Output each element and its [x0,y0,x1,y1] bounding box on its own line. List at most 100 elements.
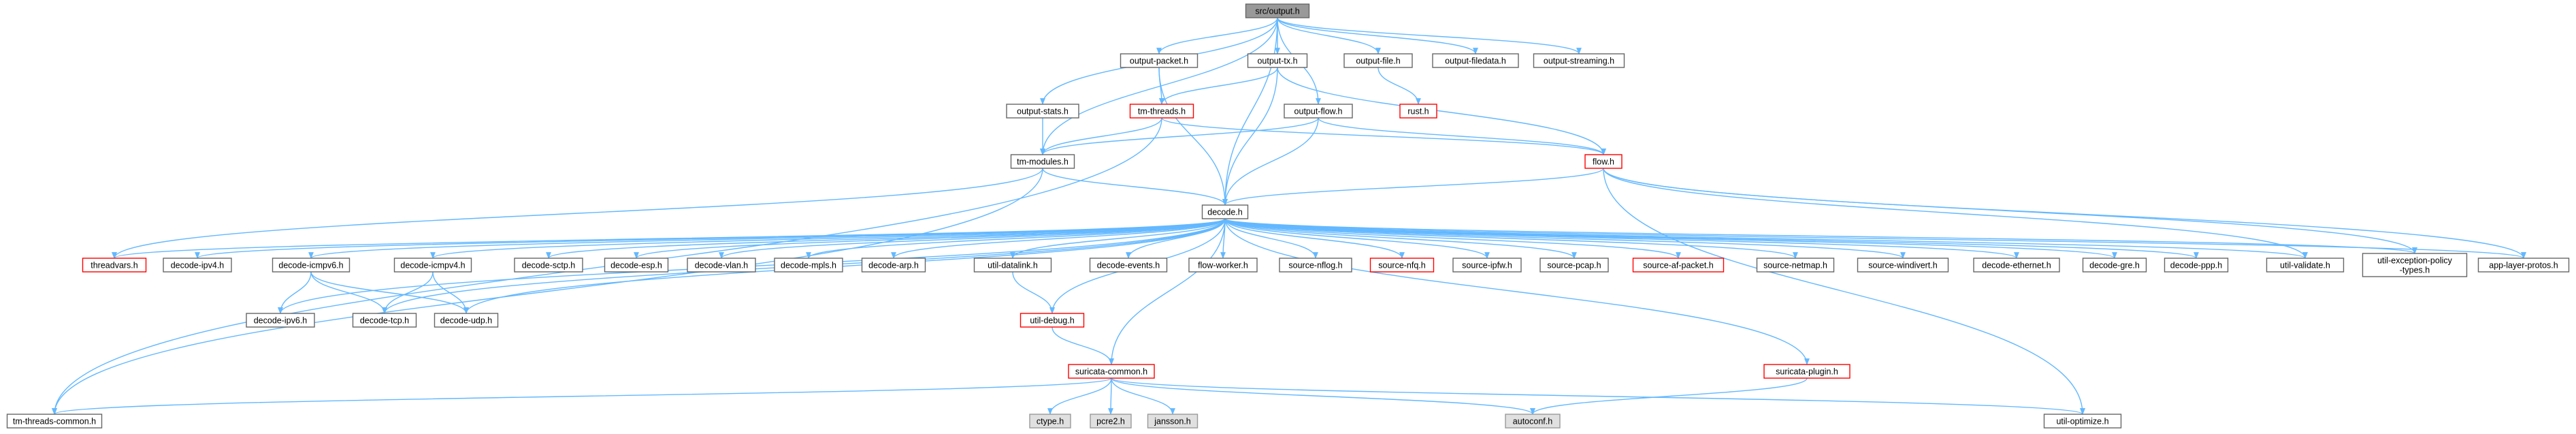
edge-tm-threads-to-flow [1161,117,1606,155]
node-label: output-streaming.h [1544,56,1614,65]
edge-suricata-common-to-tm-threads-common [52,377,1112,415]
node-box [2477,258,2570,273]
node-box [272,258,350,273]
node-decode-arp[interactable]: decode-arp.h [861,258,926,273]
node-output-tx[interactable]: output-tx.h [1247,53,1308,68]
node-box [1129,104,1194,119]
node-output-stats[interactable]: output-stats.h [1006,104,1079,119]
node-label: decode-ipv6.h [254,315,308,325]
node-decode-ipv4[interactable]: decode-ipv4.h [163,258,232,273]
node-box [1432,53,1519,68]
node-box [1247,53,1308,68]
node-output-file[interactable]: output-file.h [1343,53,1413,68]
node-source-windivert[interactable]: source-windivert.h [1857,258,1949,273]
node-decode-ipv6[interactable]: decode-ipv6.h [246,313,315,328]
node-flow-worker[interactable]: flow-worker.h [1188,258,1258,273]
node-label: util-optimize.h [2056,416,2108,426]
node-label: decode-mpls.h [781,260,836,270]
node-decode-gre[interactable]: decode-gre.h [2082,258,2147,273]
edge-suricata-common-to-util-optimize [1111,377,2085,415]
node-util-optimize[interactable]: util-optimize.h [2043,414,2122,429]
edge-decode-to-app-layer-protos [1224,218,2526,259]
node-label: decode.h [1207,207,1242,217]
node-pcre2[interactable]: pcre2.h [1090,414,1132,429]
node-box [973,258,1052,273]
edge-decode-to-decode-arp [891,218,1226,259]
node-util-exception-policy-types[interactable]: util-exception-policy-types.h [2362,253,2468,277]
node-label: decode-icmpv6.h [278,260,343,270]
node-util-datalink[interactable]: util-datalink.h [973,258,1052,273]
edge-tm-modules-to-decode [1042,168,1228,206]
edge-decode-to-source-windivert [1224,218,1906,259]
node-box [2164,258,2229,273]
node-source-nflog[interactable]: source-nflog.h [1279,258,1352,273]
edge-suricata-common-to-autoconf [1111,377,1535,415]
node-output[interactable]: src/output.h [1245,3,1310,18]
node-flow[interactable]: flow.h [1584,154,1623,169]
node-decode-sctp[interactable]: decode-sctp.h [514,258,583,273]
node-decode-mpls[interactable]: decode-mpls.h [774,258,843,273]
node-decode-ppp[interactable]: decode-ppp.h [2164,258,2229,273]
node-label: decode-udp.h [440,315,493,325]
node-label: decode-ipv4.h [171,260,225,270]
node-output-flow[interactable]: output-flow.h [1284,104,1353,119]
node-decode-icmpv6[interactable]: decode-icmpv6.h [272,258,350,273]
node-output-streaming[interactable]: output-streaming.h [1533,53,1625,68]
node-util-debug[interactable]: util-debug.h [1020,313,1085,328]
node-source-pcap[interactable]: source-pcap.h [1539,258,1609,273]
node-ctype[interactable]: ctype.h [1029,414,1071,429]
node-decode-vlan[interactable]: decode-vlan.h [687,258,756,273]
node-decode[interactable]: decode.h [1201,204,1249,219]
node-label: tm-threads-common.h [13,416,96,426]
node-app-layer-protos[interactable]: app-layer-protos.h [2477,258,2570,273]
node-label: util-debug.h [1030,315,1074,325]
node-source-nfq[interactable]: source-nfq.h [1369,258,1435,273]
node-label: autoconf.h [1513,416,1552,426]
node-decode-ethernet[interactable]: decode-ethernet.h [1973,258,2060,273]
node-autoconf[interactable]: autoconf.h [1505,414,1561,429]
node-box [1763,364,1851,379]
edge-decode-to-decode-mpls [806,218,1226,259]
node-threadvars[interactable]: threadvars.h [82,258,147,273]
node-source-ipfw[interactable]: source-ipfw.h [1452,258,1522,273]
node-label: source-nfq.h [1378,260,1426,270]
node-decode-udp[interactable]: decode-udp.h [434,313,499,328]
edge-output-to-decode [1222,17,1278,206]
edge-decode-to-decode-ethernet [1224,218,2019,259]
node-decode-esp[interactable]: decode-esp.h [604,258,669,273]
node-label: decode-esp.h [610,260,662,270]
node-box [1539,258,1609,273]
node-source-af-packet[interactable]: source-af-packet.h [1632,258,1725,273]
edge-tm-threads-to-tm-modules [1040,117,1162,155]
node-box [1533,53,1625,68]
node-label: decode-sctp.h [522,260,576,270]
node-label: output-filedata.h [1445,56,1506,65]
node-source-netmap[interactable]: source-netmap.h [1756,258,1835,273]
edge-output-flow-to-decode [1222,117,1319,206]
node-box [6,414,103,429]
node-jansson[interactable]: jansson.h [1147,414,1199,429]
node-decode-tcp[interactable]: decode-tcp.h [352,313,417,328]
edge-output-tx-to-decode [1222,67,1278,206]
node-suricata-plugin[interactable]: suricata-plugin.h [1763,364,1851,379]
node-box [2266,258,2345,273]
edge-suricata-plugin-to-autoconf [1530,377,1808,415]
edge-decode-to-suricata-plugin [1224,218,1810,365]
node-decode-icmpv4[interactable]: decode-icmpv4.h [393,258,472,273]
node-label: suricata-common.h [1075,367,1147,376]
node-box [687,258,756,273]
node-output-packet[interactable]: output-packet.h [1120,53,1199,68]
node-rust[interactable]: rust.h [1399,104,1437,119]
node-util-validate[interactable]: util-validate.h [2266,258,2345,273]
node-tm-threads[interactable]: tm-threads.h [1129,104,1194,119]
node-decode-events[interactable]: decode-events.h [1089,258,1168,273]
node-suricata-common[interactable]: suricata-common.h [1068,364,1155,379]
node-output-filedata[interactable]: output-filedata.h [1432,53,1519,68]
node-box [1068,364,1155,379]
node-label: tm-threads.h [1138,106,1186,116]
edge-decode-to-source-nfq [1224,218,1405,259]
edge-tm-modules-to-tm-threads-common [52,168,1043,415]
node-tm-modules[interactable]: tm-modules.h [1010,154,1075,169]
node-tm-threads-common[interactable]: tm-threads-common.h [6,414,103,429]
